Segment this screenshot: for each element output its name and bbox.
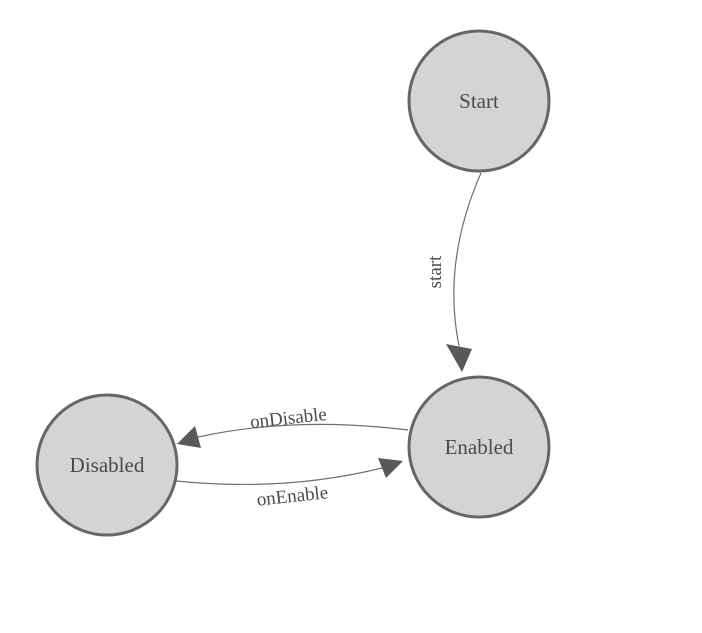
edge-disabled-to-enabled: onEnable [175, 458, 403, 511]
arrowhead-left-icon [177, 426, 201, 448]
node-disabled-circle [35, 393, 179, 537]
node-start: Start [407, 29, 551, 173]
arrowhead-down-icon [446, 344, 472, 372]
arrowhead-right-icon [378, 458, 403, 478]
edge-enabled-to-disabled: onDisable [177, 404, 409, 448]
node-enabled: Enabled [407, 375, 551, 519]
node-disabled-label: Disabled [70, 453, 145, 477]
edge-start-to-enabled-line [453, 172, 482, 347]
edge-disabled-to-enabled-line [175, 467, 383, 486]
node-start-label: Start [459, 89, 499, 113]
node-start-circle [407, 29, 551, 173]
edge-start-to-enabled: start [425, 172, 482, 372]
edge-label-onenable: onEnable [256, 482, 330, 510]
node-enabled-label: Enabled [445, 435, 514, 459]
edge-label-start: start [425, 255, 446, 288]
node-enabled-circle [407, 375, 551, 519]
edge-label-ondisable: onDisable [249, 404, 328, 433]
edge-enabled-to-disabled-line [197, 423, 409, 438]
node-disabled: Disabled [35, 393, 179, 537]
